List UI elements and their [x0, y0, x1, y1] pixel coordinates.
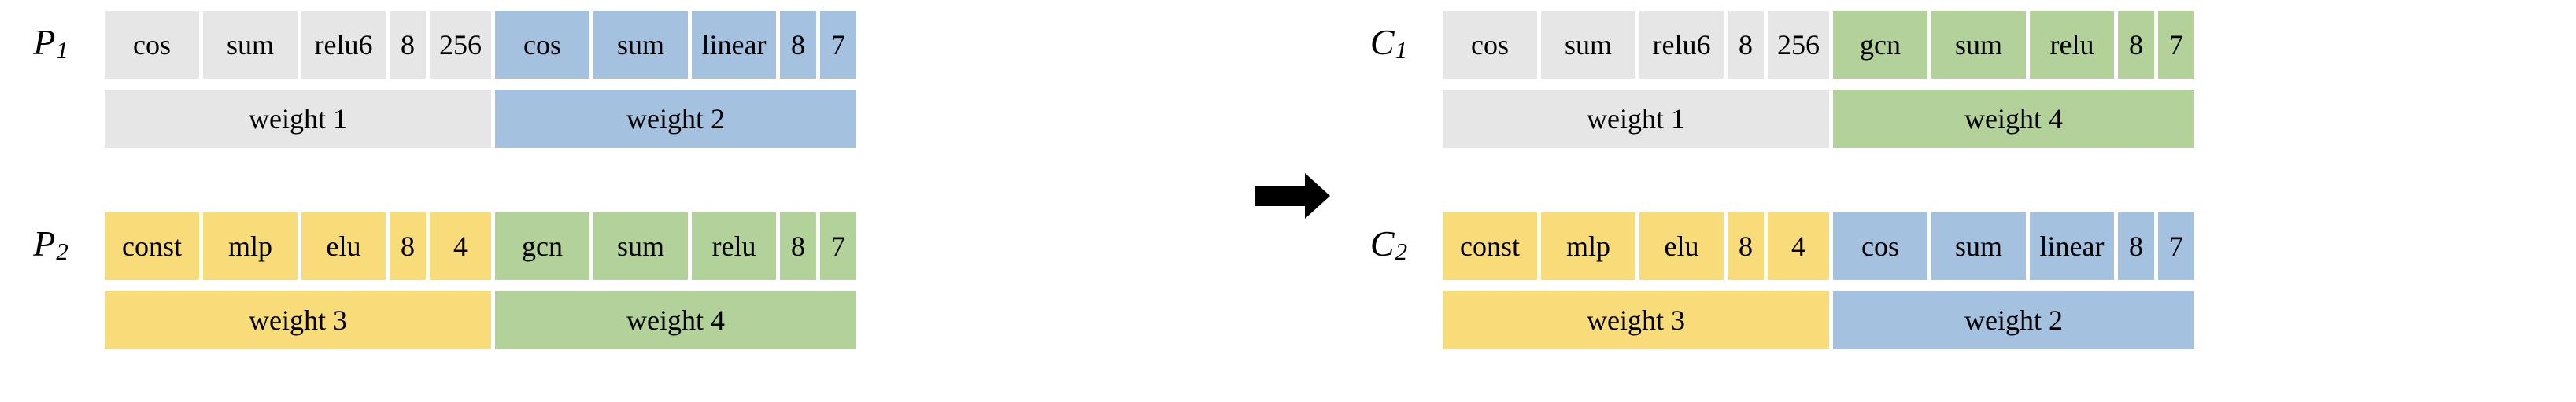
gene-cell[interactable]: cos: [1443, 11, 1537, 79]
gene-cell[interactable]: 8: [2118, 11, 2154, 79]
genome-label-subscript: 2: [56, 238, 68, 265]
genome-label-base: P: [33, 21, 56, 62]
gene-cell[interactable]: gcn: [495, 212, 589, 280]
genome-label-base: C: [1369, 21, 1395, 62]
genome-label-base: C: [1369, 223, 1395, 264]
gene-cell[interactable]: sum: [1931, 212, 2026, 280]
gene-cell[interactable]: 4: [1768, 212, 1829, 280]
gene-cell[interactable]: sum: [593, 212, 688, 280]
gene-cell[interactable]: sum: [203, 11, 298, 79]
gene-cell[interactable]: relu: [692, 212, 776, 280]
gene-cell[interactable]: 7: [820, 212, 856, 280]
gene-cell[interactable]: 7: [820, 11, 856, 79]
gene-cell[interactable]: cos: [105, 11, 199, 79]
gene-cell[interactable]: 8: [780, 11, 816, 79]
gene-cell[interactable]: 8: [1728, 212, 1764, 280]
gene-cell[interactable]: relu6: [1639, 11, 1724, 79]
gene-cell[interactable]: linear: [2030, 212, 2114, 280]
gene-cell[interactable]: gcn: [1833, 11, 1927, 79]
genome-label-subscript: 1: [56, 36, 68, 64]
weight-bar[interactable]: weight 1: [105, 90, 491, 148]
gene-cell[interactable]: cos: [495, 11, 589, 79]
gene-cell[interactable]: elu: [301, 212, 386, 280]
gene-cell[interactable]: relu: [2030, 11, 2114, 79]
genome-label-subscript: 2: [1395, 238, 1408, 265]
gene-cell[interactable]: 8: [2118, 212, 2154, 280]
gene-cell[interactable]: const: [1443, 212, 1537, 280]
gene-cell[interactable]: 256: [1768, 11, 1829, 79]
gene-cell[interactable]: 8: [390, 212, 426, 280]
weight-bar[interactable]: weight 3: [1443, 291, 1829, 349]
gene-cell[interactable]: linear: [692, 11, 776, 79]
gene-cell[interactable]: 7: [2158, 212, 2194, 280]
genome-label-subscript: 1: [1395, 36, 1408, 64]
weight-bar[interactable]: weight 2: [1833, 291, 2194, 349]
gene-cell[interactable]: elu: [1639, 212, 1724, 280]
gene-cell[interactable]: 8: [390, 11, 426, 79]
gene-cell[interactable]: 8: [1728, 11, 1764, 79]
gene-cell[interactable]: mlp: [203, 212, 298, 280]
weight-bar[interactable]: weight 3: [105, 291, 491, 349]
gene-cell[interactable]: 4: [430, 212, 491, 280]
gene-cell[interactable]: sum: [1931, 11, 2026, 79]
gene-cell[interactable]: 256: [430, 11, 491, 79]
weight-bar[interactable]: weight 1: [1443, 90, 1829, 148]
gene-cell[interactable]: mlp: [1541, 212, 1635, 280]
gene-cell[interactable]: cos: [1833, 212, 1927, 280]
weight-bar[interactable]: weight 2: [495, 90, 856, 148]
gene-cell[interactable]: 8: [780, 212, 816, 280]
gene-cell[interactable]: relu6: [301, 11, 386, 79]
weight-bar[interactable]: weight 4: [495, 291, 856, 349]
gene-cell[interactable]: 7: [2158, 11, 2194, 79]
right-arrow-icon: [1244, 171, 1338, 220]
genome-label-base: P: [33, 223, 56, 264]
gene-cell[interactable]: sum: [593, 11, 688, 79]
gene-cell[interactable]: sum: [1541, 11, 1635, 79]
weight-bar[interactable]: weight 4: [1833, 90, 2194, 148]
gene-cell[interactable]: const: [105, 212, 199, 280]
